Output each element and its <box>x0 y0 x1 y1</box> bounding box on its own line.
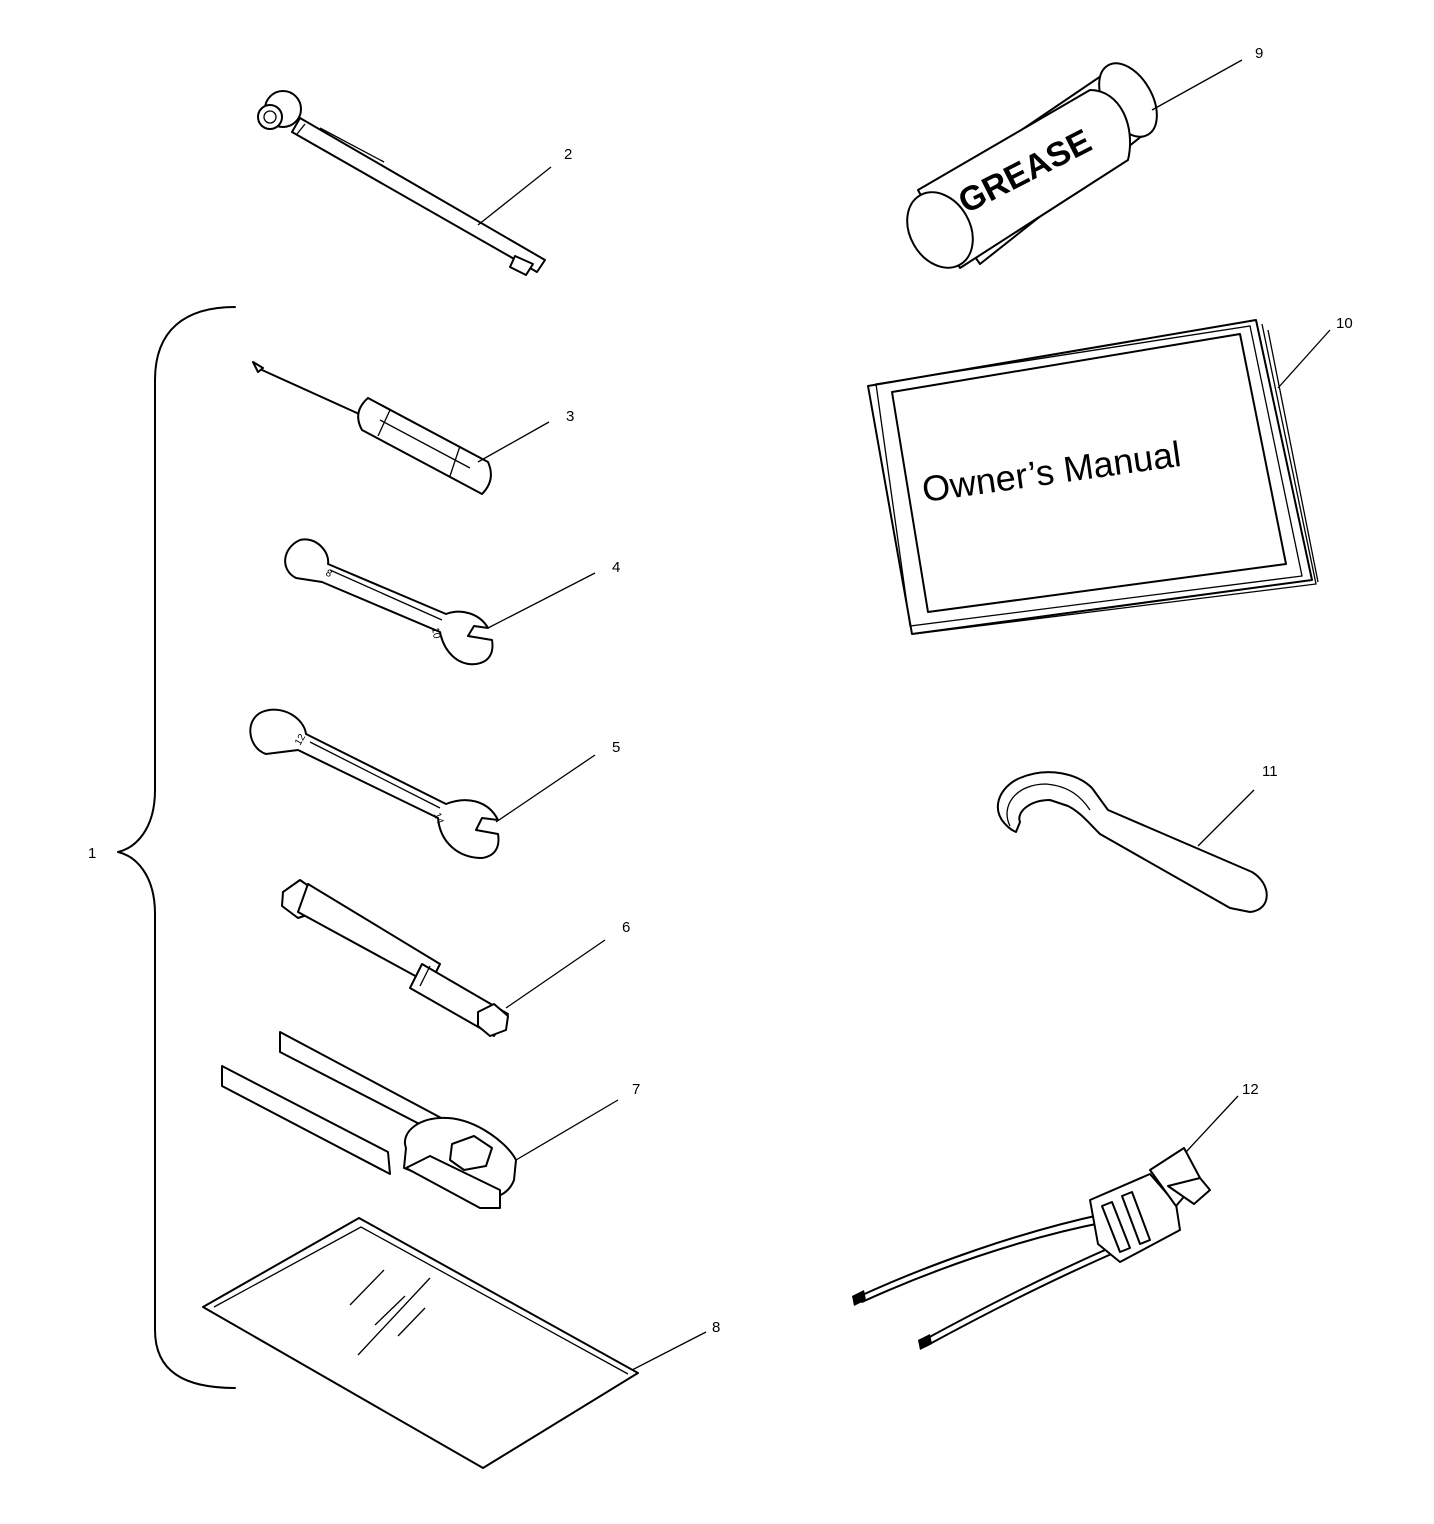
wrench-8-10 <box>284 538 494 666</box>
callout-5: 5 <box>612 739 620 756</box>
wrench-8-10-size-a: 8 <box>324 568 334 581</box>
group-brace <box>117 306 236 1389</box>
leader-11 <box>1197 789 1255 847</box>
tool-bag <box>202 1217 639 1469</box>
callout-1: 1 <box>88 845 96 862</box>
tire-pressure-gauge <box>257 90 546 276</box>
wrench-12-14-size-b: 14 <box>431 811 445 826</box>
callout-10: 10 <box>1336 315 1353 332</box>
wrench-8-10-size-b: 10 <box>429 627 442 640</box>
callout-9: 9 <box>1255 45 1263 62</box>
spark-plug-socket <box>281 879 509 1037</box>
callout-4: 4 <box>612 559 620 576</box>
callout-3: 3 <box>566 408 574 425</box>
callout-6: 6 <box>622 919 630 936</box>
leader-7 <box>515 1099 619 1161</box>
callout-2: 2 <box>564 146 572 163</box>
screwdriver <box>252 361 492 495</box>
leader-5 <box>495 754 596 823</box>
fuse-holder <box>852 1147 1211 1350</box>
spanner-wrench <box>996 771 1268 913</box>
leader-6 <box>505 939 606 1009</box>
callout-8: 8 <box>712 1319 720 1336</box>
callout-11: 11 <box>1262 763 1278 780</box>
leader-2 <box>477 166 552 226</box>
callout-7: 7 <box>632 1081 640 1098</box>
leader-3 <box>477 421 550 463</box>
wrench-12-14-size-a: 12 <box>293 732 308 748</box>
callout-12: 12 <box>1242 1081 1259 1098</box>
leader-10 <box>1277 329 1331 389</box>
leader-9 <box>1151 59 1243 111</box>
leader-8 <box>631 1331 707 1371</box>
leader-4 <box>487 572 596 629</box>
grease-tube <box>906 62 1158 269</box>
leader-12 <box>1185 1095 1239 1153</box>
tool-holder <box>221 1031 517 1209</box>
owners-manual <box>867 319 1319 635</box>
wrench-12-14 <box>249 708 500 859</box>
